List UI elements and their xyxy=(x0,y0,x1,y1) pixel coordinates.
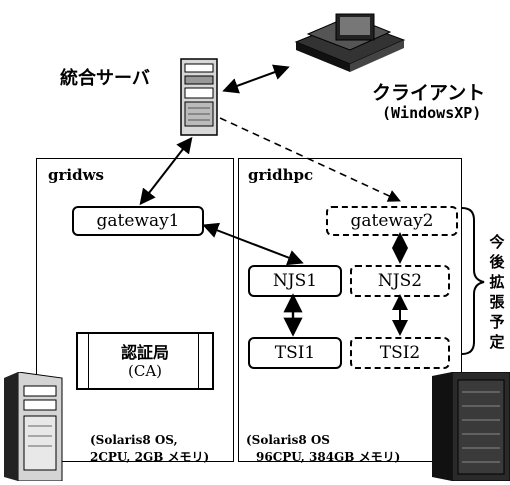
server-client-link xyxy=(226,68,286,90)
gateway1-njs1-link xyxy=(206,226,300,262)
server-gateway1-link xyxy=(142,140,190,202)
future-expansion-brace xyxy=(462,208,484,354)
server-gateway2-link xyxy=(220,118,398,200)
